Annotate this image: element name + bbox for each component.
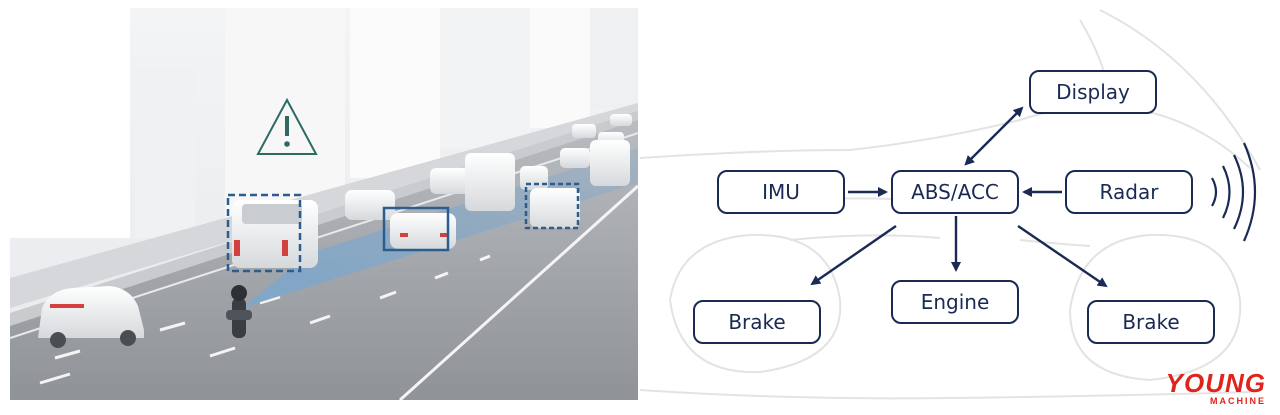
- node-brake-left-label: Brake: [728, 310, 785, 334]
- node-abs-acc: ABS/ACC: [891, 170, 1019, 214]
- diagram-canvas: Display IMU ABS/ACC Radar Engine Brake B…: [639, 9, 1261, 400]
- radar-waves-icon: [1211, 142, 1257, 242]
- system-block-diagram: Display IMU ABS/ACC Radar Engine Brake B…: [639, 0, 1280, 410]
- node-abs-acc-label: ABS/ACC: [911, 180, 999, 204]
- node-imu-label: IMU: [762, 180, 800, 204]
- node-brake-left: Brake: [693, 300, 821, 344]
- logo-sub-text: MACHINE: [1210, 396, 1266, 406]
- buildings: [10, 8, 638, 238]
- node-brake-right: Brake: [1087, 300, 1215, 344]
- lane-markings: [39, 184, 638, 400]
- arrow-abs-to-brake-left: [810, 225, 897, 286]
- node-engine: Engine: [891, 280, 1019, 324]
- logo-main-text: YOUNG: [1165, 368, 1266, 398]
- node-engine-label: Engine: [921, 290, 990, 314]
- connection-arrows: [810, 106, 1108, 288]
- motorcycle-rider: [226, 285, 252, 338]
- arrow-abs-to-brake-right: [1017, 225, 1108, 288]
- node-radar-label: Radar: [1100, 180, 1160, 204]
- adas-road-scene: [10, 8, 638, 400]
- arrow-abs-display: [964, 106, 1024, 166]
- traffic-cars: [38, 114, 632, 348]
- young-machine-logo: YOUNG MACHINE: [1166, 370, 1266, 406]
- detection-boxes: [226, 182, 580, 273]
- node-display: Display: [1029, 70, 1157, 114]
- node-radar: Radar: [1065, 170, 1193, 214]
- warning-triangle-icon: [256, 97, 318, 155]
- node-imu: IMU: [717, 170, 845, 214]
- node-brake-right-label: Brake: [1122, 310, 1179, 334]
- road-scene-illustration: [10, 8, 638, 400]
- node-display-label: Display: [1056, 80, 1130, 104]
